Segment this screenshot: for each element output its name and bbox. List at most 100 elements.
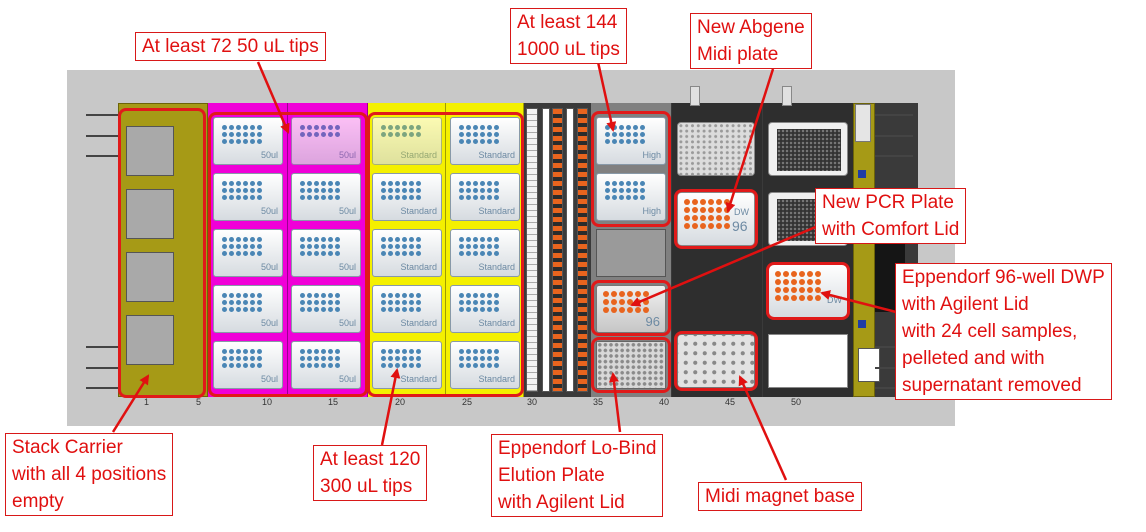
highlight-50ul-tips xyxy=(208,112,368,397)
tip-box-50ul[interactable]: 50ul xyxy=(213,173,283,221)
tip-box-50ul[interactable]: 50ul xyxy=(291,173,361,221)
ruler-label: 10 xyxy=(262,397,273,407)
tip-box-label: 50ul xyxy=(260,206,278,216)
highlight-elution-plate xyxy=(591,337,671,393)
tip-box-standard[interactable]: Standard xyxy=(372,173,442,221)
tip-box-label: Standard xyxy=(400,374,437,384)
empty-position-white[interactable] xyxy=(768,334,848,388)
empty-plate-position[interactable] xyxy=(596,229,666,277)
callout-eppendorf-dwp: Eppendorf 96-well DWP with Agilent Lid w… xyxy=(895,263,1112,400)
tip-box-label: 50ul xyxy=(260,374,278,384)
rail-line xyxy=(875,155,913,157)
tip-box-label: 50ul xyxy=(260,262,278,272)
rail-line xyxy=(875,135,913,137)
highlight-1000ul-tips xyxy=(591,111,671,227)
tip-box-label: Standard xyxy=(400,318,437,328)
ruler-label: 5 xyxy=(196,397,202,407)
side-block xyxy=(858,348,880,382)
tip-box-standard[interactable]: Standard xyxy=(372,117,442,165)
tip-box-50ul[interactable]: 50ul xyxy=(213,341,283,389)
tip-box-label: 50ul xyxy=(260,318,278,328)
rail-line xyxy=(875,346,913,348)
ruler-label: 25 xyxy=(462,397,473,407)
callout-elution-plate: Eppendorf Lo-Bind Elution Plate with Agi… xyxy=(491,434,664,517)
tip-box-50ul[interactable]: 50ul xyxy=(213,229,283,277)
ruler-label: 45 xyxy=(725,397,736,407)
callout-magnet-base: Midi magnet base xyxy=(698,482,862,511)
callout-pcr-plate: New PCR Plate with Comfort Lid xyxy=(815,188,967,244)
highlight-stack-carrier xyxy=(118,108,206,398)
tip-box-label: 50ul xyxy=(338,374,356,384)
tip-box-label: Standard xyxy=(400,206,437,216)
tip-box-standard[interactable]: Standard xyxy=(450,285,520,333)
tip-box-label: High xyxy=(642,206,661,216)
tip-box-high[interactable]: High xyxy=(596,173,666,221)
tip-box-50ul[interactable]: 50ul xyxy=(291,117,361,165)
callout-stack-carrier: Stack Carrier with all 4 positions empty xyxy=(5,433,174,516)
ruler-label: 30 xyxy=(527,397,538,407)
indicator-square xyxy=(858,320,866,328)
tip-box-50ul[interactable]: 50ul xyxy=(213,285,283,333)
highlight-magnet-base xyxy=(674,331,758,391)
highlight-300ul-tips xyxy=(367,112,524,397)
rail-line xyxy=(875,114,913,116)
stack-carrier[interactable] xyxy=(118,103,208,397)
stack-position-2[interactable] xyxy=(126,189,174,239)
tip-box-label: 50ul xyxy=(338,262,356,272)
trough-strip[interactable] xyxy=(542,108,550,392)
tip-box-label: Standard xyxy=(478,262,515,272)
highlight-pcr-plate xyxy=(591,280,671,336)
tip-box-standard[interactable]: Standard xyxy=(372,229,442,277)
tip-box-label: 50ul xyxy=(338,150,356,160)
indicator-square xyxy=(858,170,866,178)
elution-plate[interactable] xyxy=(596,341,666,389)
tip-box-standard[interactable]: Standard xyxy=(450,117,520,165)
callout-abgene-plate: New Abgene Midi plate xyxy=(690,13,812,69)
callout-300ul-tips: At least 120 300 uL tips xyxy=(313,445,428,501)
tip-box-50ul[interactable]: 50ul xyxy=(291,285,361,333)
rail-line xyxy=(86,346,118,348)
tip-box-standard[interactable]: Standard xyxy=(450,173,520,221)
tip-box-standard[interactable]: Standard xyxy=(450,341,520,389)
tube-strip[interactable] xyxy=(577,108,588,392)
tip-box-label: Standard xyxy=(478,318,515,328)
tip-box-standard[interactable]: Standard xyxy=(372,341,442,389)
tip-box-label: Standard xyxy=(478,206,515,216)
stack-position-1[interactable] xyxy=(126,126,174,176)
rail-line xyxy=(86,367,118,369)
stack-position-3[interactable] xyxy=(126,252,174,302)
rail-line xyxy=(875,387,913,389)
rail-line xyxy=(86,155,118,157)
trough-strip[interactable] xyxy=(526,108,538,392)
tip-box-standard[interactable]: Standard xyxy=(450,229,520,277)
tip-box-label: 50ul xyxy=(338,206,356,216)
tip-box-50ul[interactable]: 50ul xyxy=(291,229,361,277)
tube-strip[interactable] xyxy=(552,108,563,392)
tip-box-label: Standard xyxy=(400,262,437,272)
tip-box-label: Standard xyxy=(478,374,515,384)
abgene-plate-top[interactable] xyxy=(677,122,755,176)
dw-label: DW xyxy=(734,207,749,217)
tip-box-label: Standard xyxy=(400,150,437,160)
plate-right-top[interactable] xyxy=(768,122,848,176)
ruler-label: 15 xyxy=(328,397,339,407)
tip-box-50ul[interactable]: 50ul xyxy=(291,341,361,389)
rail-line xyxy=(86,114,118,116)
ruler-label: 35 xyxy=(593,397,604,407)
stack-position-4[interactable] xyxy=(126,315,174,365)
ruler-label: 20 xyxy=(395,397,406,407)
tip-box-label: Standard xyxy=(478,150,515,160)
rail-line xyxy=(875,367,913,369)
ruler-label: 50 xyxy=(791,397,802,407)
tip-box-label: High xyxy=(642,150,661,160)
highlight-eppendorf-dwp xyxy=(766,262,850,320)
rail-line xyxy=(86,387,118,389)
highlight-abgene-plate xyxy=(674,189,758,249)
callout-50ul-tips: At least 72 50 uL tips xyxy=(135,32,326,61)
tip-box-label: 50ul xyxy=(338,318,356,328)
tip-box-standard[interactable]: Standard xyxy=(372,285,442,333)
clip xyxy=(782,86,792,106)
ruler-label: 1 xyxy=(144,397,150,407)
clip xyxy=(690,86,700,106)
trough-strip[interactable] xyxy=(566,108,574,392)
